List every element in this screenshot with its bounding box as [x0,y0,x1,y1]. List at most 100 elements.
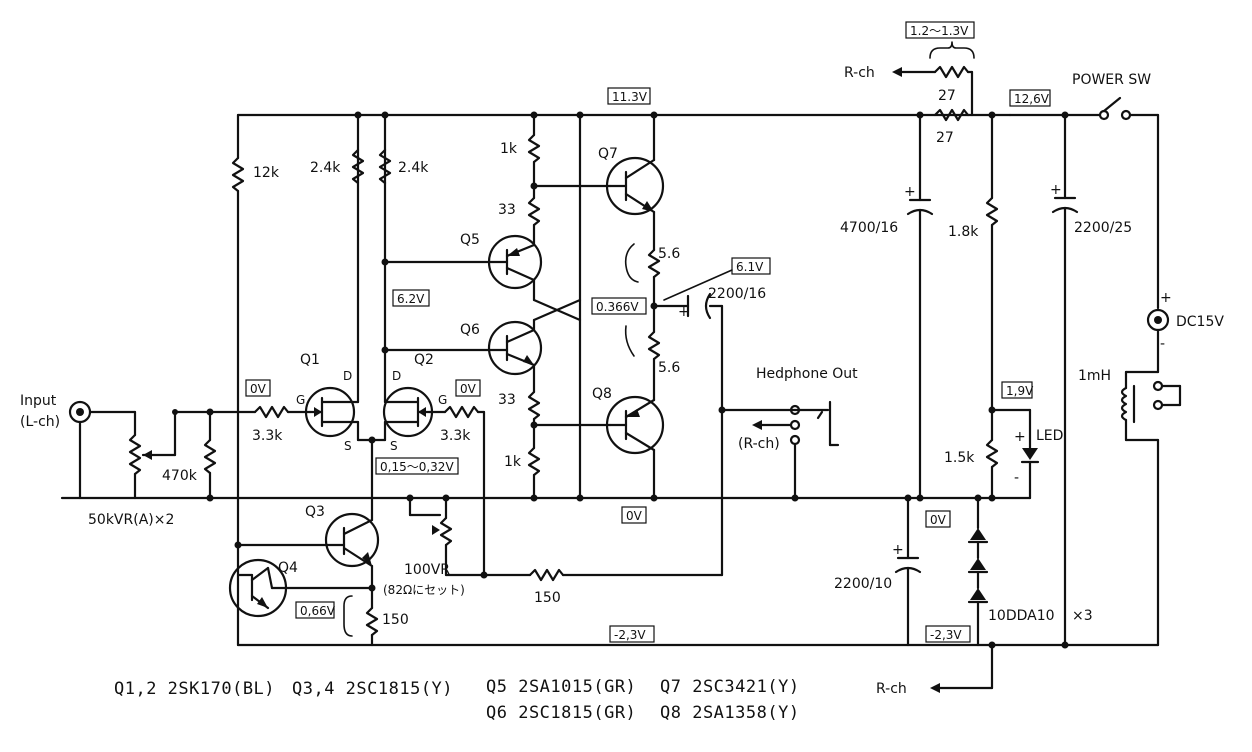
headphone-out-label: Hedphone Out [756,366,858,382]
parts-q8: Q8 2SA1358(Y) [660,703,800,723]
resistor-1k-label-2: 1k [504,454,522,470]
resistor-33-label-2: 33 [498,392,516,408]
q2-gate-label: G [438,393,447,407]
diode-count-label: ×3 [1072,608,1093,624]
voltage-neg-2.3v-a: -2,3V [614,628,646,642]
inductor-1mh [1120,370,1182,647]
resistor-150-label-2: 150 [534,590,561,606]
capacitor-2200-25-label: 2200/25 [1074,220,1132,236]
voltage-12.6v: 12,6V [1014,92,1050,106]
resistor-2.4k-2 [378,148,392,185]
q1-drain-label: D [343,369,352,383]
capacitor-plus-sign-1: + [678,304,690,320]
q2-drain-label: D [392,369,401,383]
trimmer-100vr-label: 100VR [404,562,450,578]
q4-transistor [228,558,374,618]
power-switch [1098,96,1160,310]
resistor-33-label-1: 33 [498,202,516,218]
q3-label: Q3 [305,504,325,520]
capacitor-2200-16-output [686,292,712,320]
q6-label: Q6 [460,322,480,338]
q3-transistor [236,512,380,610]
resistor-27-bottom [933,108,970,122]
voltage-box-6.2v [392,289,430,307]
pointer-6.1v [663,269,733,301]
headphone-rch-label: (R-ch) [738,436,780,452]
voltage-0v-input: 0V [250,382,267,396]
resistor-470k-label: 470k [162,468,198,484]
q6-transistor [383,320,543,376]
voltage-11.3v: 11.3V [612,90,648,104]
dc-jack [1146,308,1170,374]
input-channel-label: (L-ch) [20,414,60,430]
parts-q5: Q5 2SA1015(GR) [486,677,636,697]
resistor-3.3k-label-2: 3.3k [440,428,471,444]
current-arrow-upper [624,243,639,283]
parts-q3-q4: Q3,4 2SC1815(Y) [292,679,453,699]
led-label: LED [1036,428,1063,444]
resistor-1.5k [985,438,999,500]
parts-q6: Q6 2SC1815(GR) [486,703,636,723]
input-label: Input [20,393,57,409]
resistor-2.4k-label-2: 2.4k [398,160,429,176]
resistor-1.5k-label: 1.5k [944,450,975,466]
voltage-box-6.1v [731,257,771,275]
diode-string [967,496,989,647]
q4-label: Q4 [278,560,298,576]
resistor-150-label-1: 150 [382,612,409,628]
resistor-27-top [892,65,974,117]
resistor-150-emitter [365,606,379,647]
voltage-box-0v-input [245,379,271,397]
resistor-2.4k-label-1: 2.4k [310,160,341,176]
voltage-0v-gate2: 0V [460,382,477,396]
resistor-5.6-label-2: 5.6 [658,360,680,376]
resistor-12k-label: 12k [253,165,280,181]
resistor-1k-label-1: 1k [500,141,518,157]
voltage-box-12.6v [1009,89,1051,107]
capacitor-4700-16-label: 4700/16 [840,220,898,236]
capacitor-2200-10-label: 2200/10 [834,576,892,592]
q8-transistor [605,395,665,455]
q1-gate-label: G [296,393,305,407]
trimmer-100vr-note: (82Ωにセット) [383,583,465,597]
capacitor-2200-16-label: 2200/16 [708,286,766,302]
voltage-box-0.366v [591,297,647,315]
capacitor-plus-sign-3: + [1050,182,1062,198]
capacitor-4700-16 [906,113,934,500]
resistor-1.8k-label: 1.8k [948,224,979,240]
resistor-2.4k-1 [351,148,365,185]
bracket-0.66v [343,595,353,637]
voltage-0.15-0.32v: 0,15～0,32V [380,460,454,474]
q1-source-label: S [344,439,352,453]
resistor-27-label-top: 27 [938,88,956,104]
dc-plus-sign: + [1160,290,1172,306]
dc-15v-label: DC15V [1176,314,1224,330]
rch-bottom-label: R-ch [876,681,907,697]
capacitor-2200-10 [894,496,922,647]
capacitor-plus-sign-4: + [892,542,904,558]
voltage-box-1.9v [1001,381,1033,399]
resistor-1.8k [985,113,999,442]
led [990,408,1040,500]
led-plus-sign: + [1014,429,1026,445]
voltage-box-0.15 [375,457,459,475]
q5-label: Q5 [460,232,480,248]
voltage-0v-right: 0V [930,513,947,527]
voltage-6.2v: 6.2V [397,292,425,306]
q2-label: Q2 [414,352,434,368]
voltage-0.366v: 0.366V [596,300,639,314]
voltage-1.9v: 1,9V [1006,384,1034,398]
resistor-3.3k-gate1 [253,405,312,419]
voltage-box-0v-gate2 [455,379,481,397]
led-minus-sign: - [1014,470,1019,486]
resistor-150-feedback [528,408,724,582]
diode-label: 10DDA10 [988,608,1055,624]
voltage-box-11.3v [607,87,651,105]
rch-top-label: R-ch [844,65,875,81]
current-arrow-lower [624,325,635,357]
voltage-box-0v-right [925,510,951,528]
q7-transistor [605,156,665,216]
volume-pot [128,410,257,500]
input-jack [68,400,137,500]
